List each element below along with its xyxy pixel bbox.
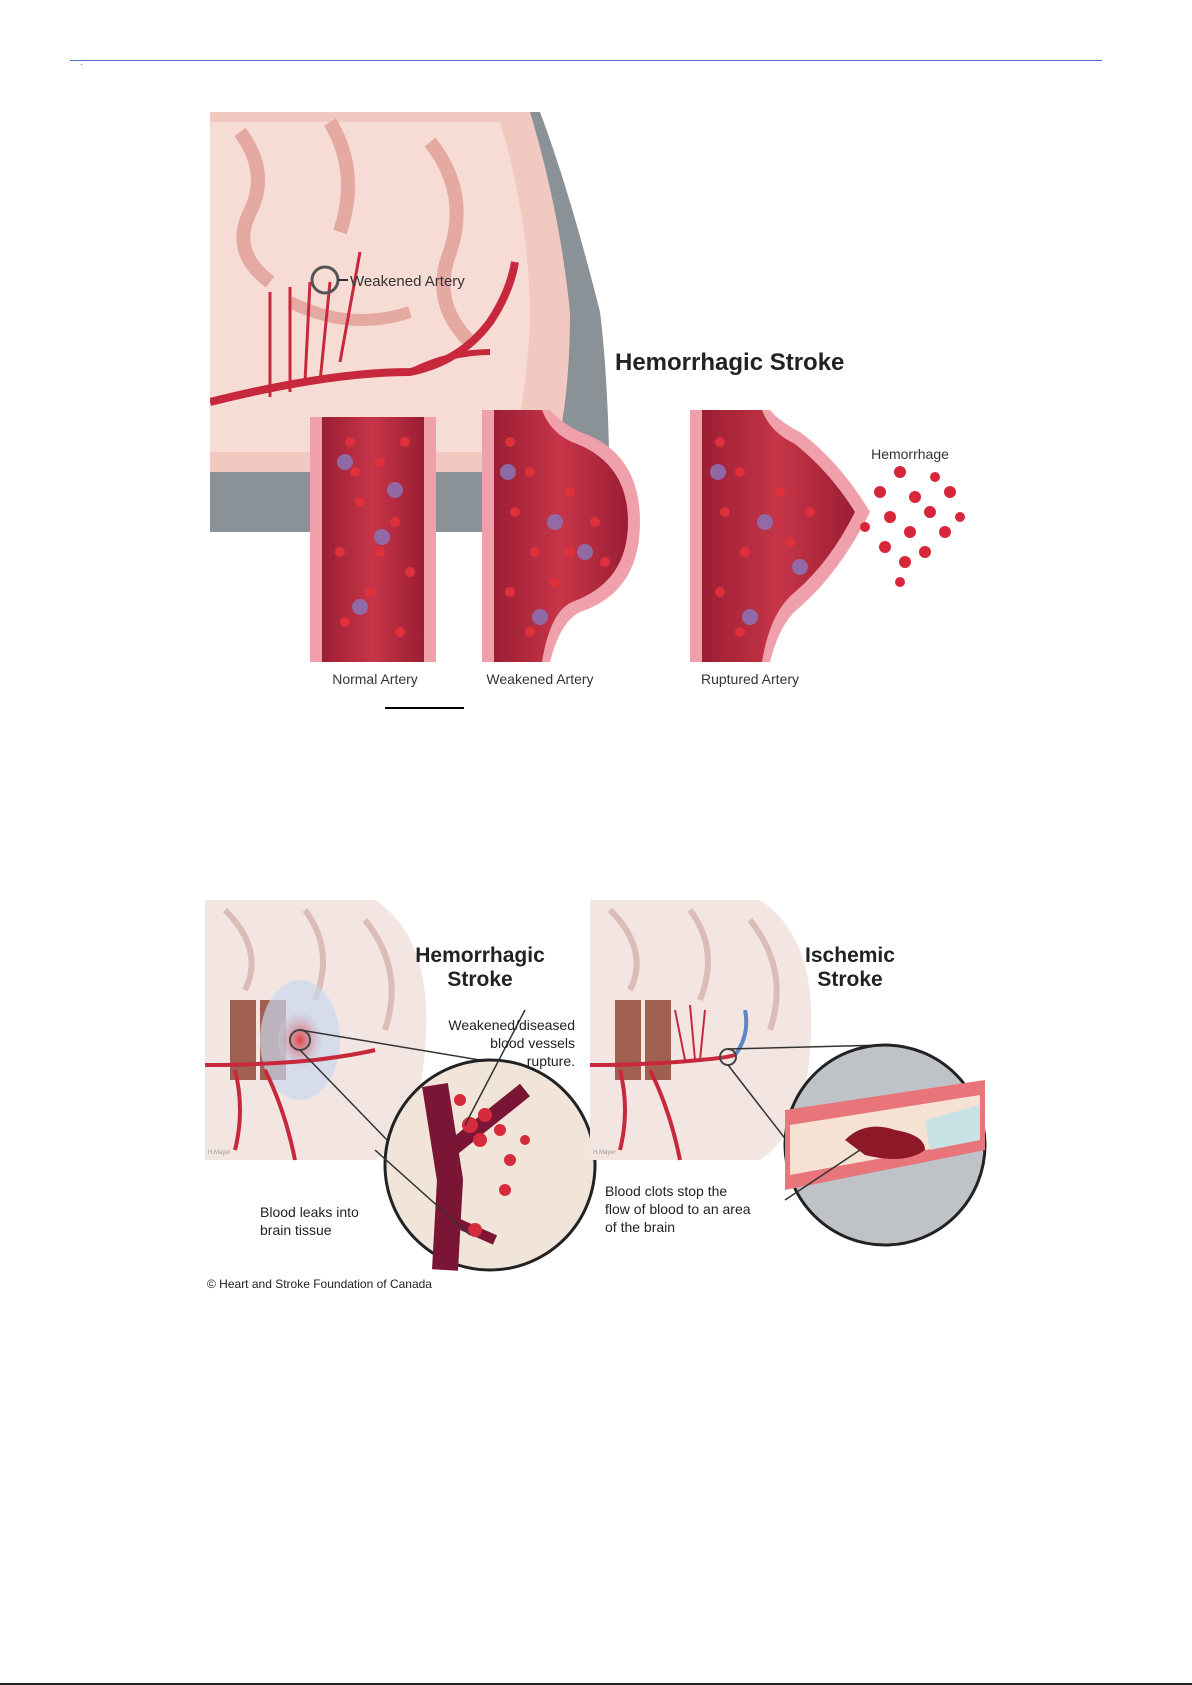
- header-rule: [70, 60, 1102, 61]
- stroke-comparison-figure: Hemorrhagic Stroke Weakened/diseased blo…: [205, 900, 987, 1291]
- footer-rule: [0, 1683, 1192, 1685]
- clot-note-line3: of the brain: [605, 1219, 675, 1235]
- hemorrhagic-title-line2: Stroke: [447, 968, 512, 991]
- leak-note-line1: Blood leaks into: [260, 1204, 359, 1220]
- underline-mark: [385, 707, 464, 709]
- leak-note-line2: brain tissue: [260, 1222, 332, 1238]
- weakened-artery-panel: Weakened Artery: [482, 410, 640, 687]
- rupture-note-line1: Weakened/diseased: [448, 1017, 575, 1033]
- right-zoom-circle: [783, 1043, 987, 1247]
- rupture-note-line2: blood vessels: [490, 1035, 575, 1051]
- ruptured-artery-panel: Hemorrhage Ruptured Artery: [690, 410, 965, 687]
- ruptured-artery-label: Ruptured Artery: [701, 671, 799, 687]
- ischemic-title-line2: Stroke: [817, 968, 882, 991]
- left-brain: [205, 900, 511, 1201]
- hemorrhage-cells: [860, 466, 965, 587]
- clot-note-line1: Blood clots stop the: [605, 1183, 727, 1199]
- copyright-text: © Heart and Stroke Foundation of Canada: [207, 1277, 432, 1291]
- header-mark: ·: [80, 59, 84, 70]
- weakened-artery-label: Weakened Artery: [486, 671, 593, 687]
- right-signature: H.Mayer: [593, 1150, 616, 1156]
- figure1-title: Hemorrhagic Stroke: [615, 349, 844, 376]
- left-zoom-circle: [374, 1009, 597, 1272]
- right-brain: [589, 900, 886, 1191]
- rupture-note-line3: rupture.: [527, 1053, 575, 1069]
- ischemic-title-line1: Ischemic: [805, 944, 895, 967]
- hemorrhage-label: Hemorrhage: [871, 446, 949, 462]
- normal-artery-panel: Normal Artery: [310, 417, 436, 687]
- normal-artery-label: Normal Artery: [332, 671, 418, 687]
- hemorrhagic-stroke-figure: Weakened Artery Hemorrhagic Stroke Norma…: [210, 112, 965, 687]
- clot-note-line2: flow of blood to an area: [605, 1201, 751, 1217]
- weakened-artery-callout: Weakened Artery: [350, 273, 465, 290]
- left-signature: H.Mayer: [208, 1150, 231, 1156]
- hemorrhagic-title-line1: Hemorrhagic: [415, 944, 545, 967]
